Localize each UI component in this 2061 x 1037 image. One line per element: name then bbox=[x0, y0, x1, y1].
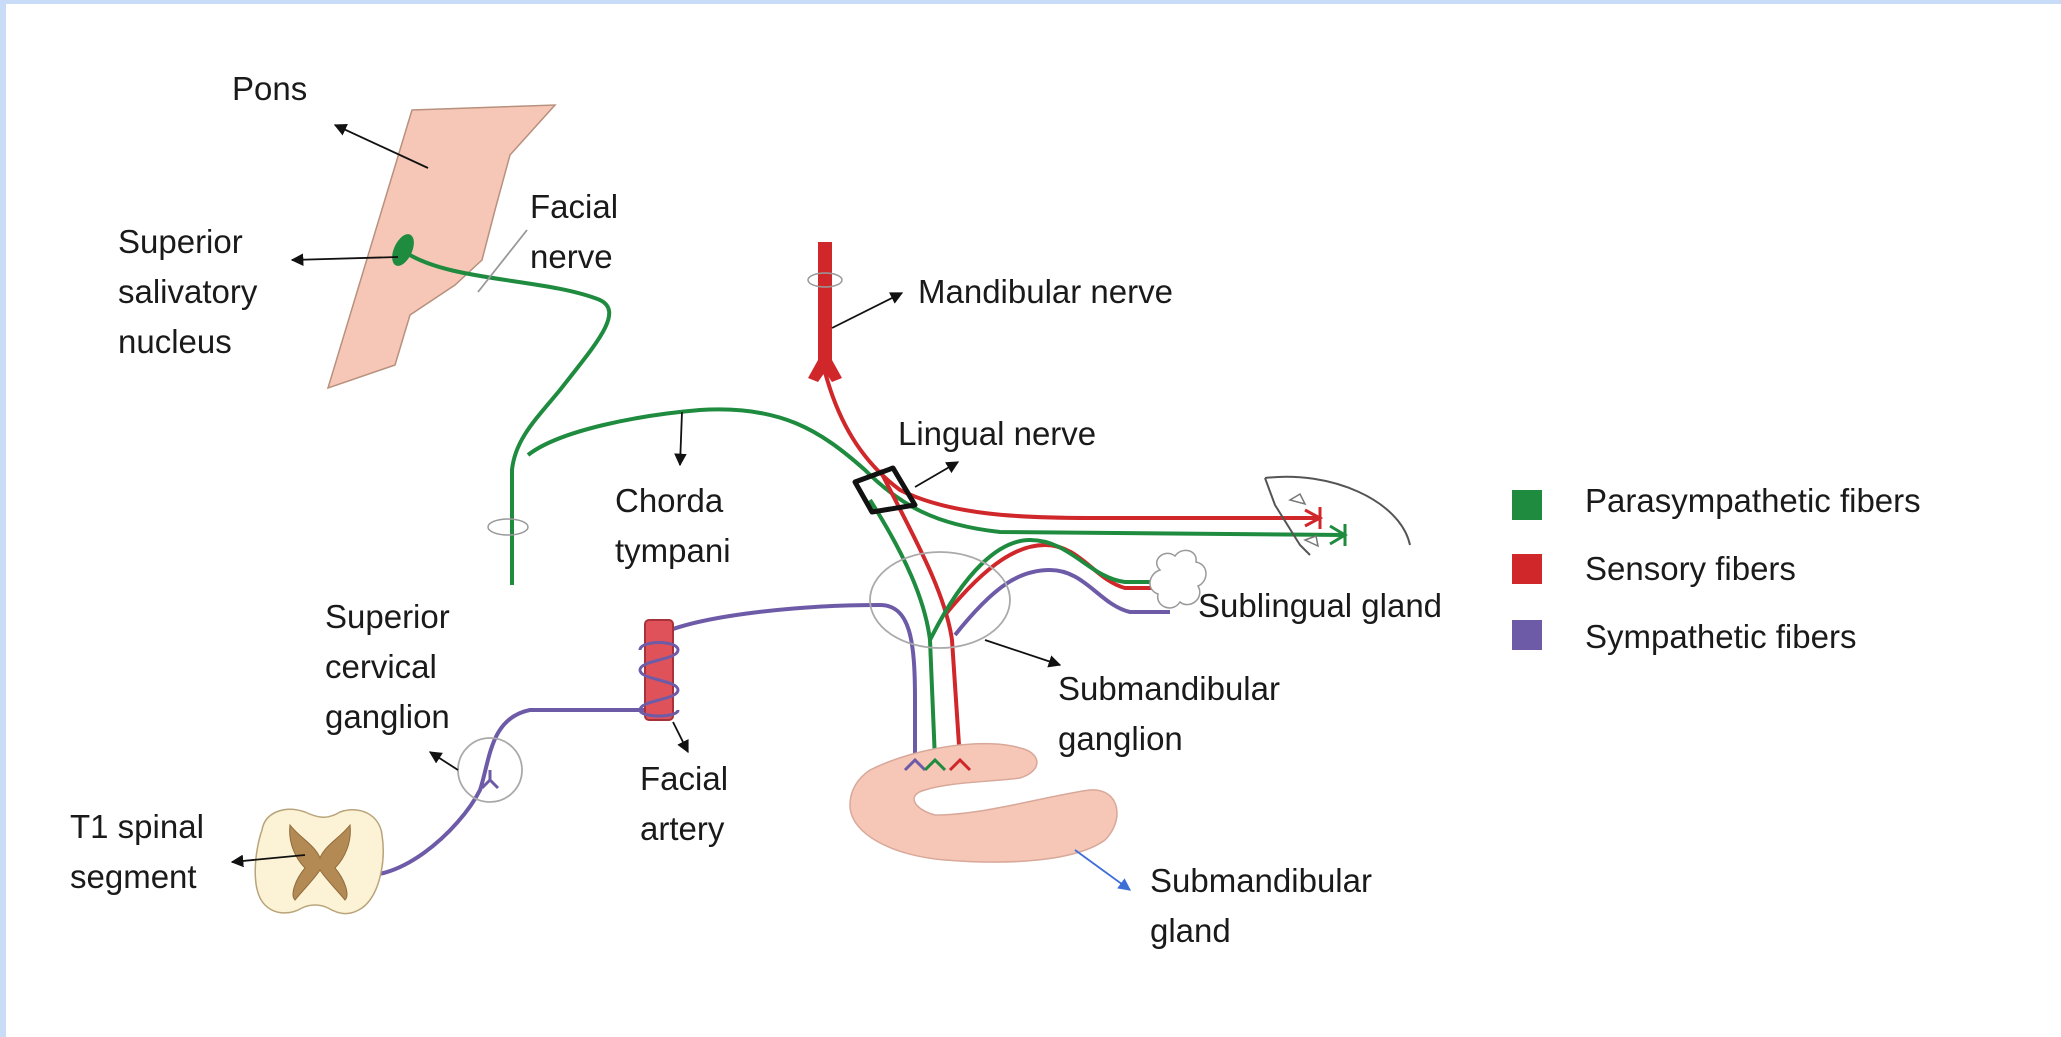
label-facial-nerve-line-1: Facial bbox=[530, 188, 618, 225]
label-facial-nerve-line-2: nerve bbox=[530, 238, 613, 275]
chorda-tympani-pointer bbox=[680, 412, 682, 465]
label-gland-line-1: Submandibular bbox=[1150, 862, 1372, 899]
submandibular-parasympathetic-fiber bbox=[870, 500, 935, 760]
legend-swatch-sensory bbox=[1512, 554, 1542, 584]
label-ganglion-line-2: ganglion bbox=[1058, 720, 1183, 757]
label-cervical-line-3: ganglion bbox=[325, 698, 450, 735]
label-facial-artery-line-2: artery bbox=[640, 810, 725, 847]
tongue-papilla-1 bbox=[1290, 494, 1305, 504]
tongue-outline bbox=[1265, 477, 1410, 555]
submandibular-gland-shape bbox=[850, 744, 1117, 862]
mandibular-nerve-trunk bbox=[808, 242, 842, 382]
label-superior-cervical-ganglion: Superior cervical ganglion bbox=[325, 598, 459, 735]
label-chorda-line-2: tympani bbox=[615, 532, 731, 569]
legend-swatch-sympathetic bbox=[1512, 620, 1542, 650]
label-cervical-line-2: cervical bbox=[325, 648, 437, 685]
legend-label-parasympathetic: Parasympathetic fibers bbox=[1585, 482, 1921, 519]
label-facial-artery: Facial artery bbox=[640, 760, 737, 847]
label-submandibular-ganglion: Submandibular ganglion bbox=[1058, 670, 1289, 757]
facial-artery-pointer bbox=[673, 722, 688, 752]
label-sublingual-gland: Sublingual gland bbox=[1198, 587, 1442, 624]
label-t1-line-1: T1 spinal bbox=[70, 808, 204, 845]
label-ganglion-line-1: Submandibular bbox=[1058, 670, 1280, 707]
submandibular-sensory-fiber bbox=[880, 470, 960, 760]
facial-nerve-ring bbox=[488, 519, 528, 535]
label-t1-spinal-segment: T1 spinal segment bbox=[70, 808, 213, 895]
pons-shape bbox=[328, 105, 555, 388]
tongue-papilla-2 bbox=[1305, 536, 1318, 546]
label-superior-salivatory-nucleus: Superior salivatory nucleus bbox=[118, 223, 267, 360]
cervical-ganglion-pointer bbox=[430, 752, 458, 770]
label-chorda-tympani: Chorda tympani bbox=[615, 482, 732, 569]
sympathetic-artery-to-gland-fiber bbox=[658, 605, 915, 770]
facial-artery-shape bbox=[645, 620, 673, 720]
sympathetic-sublingual-fiber bbox=[955, 570, 1170, 635]
label-salivatory-line-2: salivatory bbox=[118, 273, 258, 310]
label-facial-artery-line-1: Facial bbox=[640, 760, 728, 797]
legend-label-sympathetic: Sympathetic fibers bbox=[1585, 618, 1856, 655]
label-salivatory-line-1: Superior bbox=[118, 223, 243, 260]
label-facial-nerve: Facial nerve bbox=[530, 188, 627, 275]
legend-label-sensory: Sensory fibers bbox=[1585, 550, 1796, 587]
label-salivatory-line-3: nucleus bbox=[118, 323, 232, 360]
mandibular-nerve-pointer bbox=[832, 293, 902, 328]
submandibular-gland-pointer bbox=[1075, 850, 1130, 890]
label-lingual-nerve: Lingual nerve bbox=[898, 415, 1096, 452]
label-mandibular-nerve: Mandibular nerve bbox=[918, 273, 1173, 310]
label-gland-line-2: gland bbox=[1150, 912, 1231, 949]
label-chorda-line-1: Chorda bbox=[615, 482, 724, 519]
label-t1-line-2: segment bbox=[70, 858, 197, 895]
legend: Parasympathetic fibers Sensory fibers Sy… bbox=[1512, 482, 1921, 655]
legend-swatch-parasympathetic bbox=[1512, 490, 1542, 520]
lingual-nerve-pointer bbox=[915, 462, 958, 487]
label-pons: Pons bbox=[232, 70, 307, 107]
submandibular-ganglion-pointer bbox=[985, 640, 1060, 665]
label-cervical-line-1: Superior bbox=[325, 598, 450, 635]
label-submandibular-gland: Submandibular gland bbox=[1150, 862, 1381, 949]
